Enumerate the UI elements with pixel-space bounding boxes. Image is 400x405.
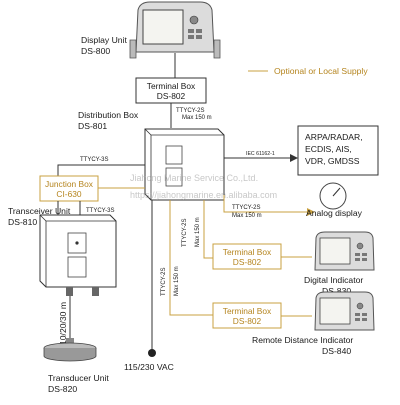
junction-box-label: Junction Box xyxy=(45,179,94,189)
analog-cable-type: TTYCY-2S xyxy=(232,205,260,211)
transceiver-unit-label: Transceiver Unit xyxy=(8,206,71,216)
external-equipment-box xyxy=(297,125,379,176)
remote-indicator-device xyxy=(314,291,375,331)
display-unit-model: DS-800 xyxy=(81,46,110,56)
terminal-box-remote-label: Terminal Box xyxy=(223,306,272,316)
terminal-box-digital xyxy=(212,243,282,270)
junction-box-model: CI-630 xyxy=(56,189,81,199)
legend-label: Optional or Local Supply xyxy=(274,66,368,76)
iec-label: IEC 61162-1 xyxy=(246,151,275,157)
transceiver-unit-device xyxy=(39,214,117,296)
terminal-box-top-label: Terminal Box xyxy=(147,81,196,91)
vertical-cable-1-length: Max 150 m xyxy=(195,217,201,247)
external-equipment-line-2: ECDIS, AIS, xyxy=(305,144,352,154)
vertical-cable-2-length: Max 150 m xyxy=(174,266,180,296)
cable-jb-label: TTYCY-3S xyxy=(80,157,108,163)
remote-indicator-model: DS-840 xyxy=(322,346,351,356)
external-equipment-line-1: ARPA/RADAR, xyxy=(305,132,363,142)
cable-top-type: TTYCY-2S xyxy=(176,108,204,114)
power-supply-label: 115/230 VAC xyxy=(124,362,174,372)
display-unit-device xyxy=(129,1,221,59)
watermark-line-1: Jiahong Marine Service Co.,Ltd. xyxy=(130,173,258,183)
analog-display-label: Analog display xyxy=(306,208,363,218)
distribution-box-label: Distribution Box xyxy=(78,110,139,120)
terminal-box-digital-label: Terminal Box xyxy=(223,247,272,257)
vertical-cable-2-type: TTYCY-2S xyxy=(161,268,167,296)
distribution-box-model: DS-801 xyxy=(78,121,107,131)
remote-indicator-label: Remote Distance Indicator xyxy=(252,335,353,345)
terminal-box-top-model: DS-802 xyxy=(157,91,186,101)
power-supply-terminal xyxy=(148,349,156,357)
cable-tr-label: TTYCY-3S xyxy=(86,208,114,214)
transducer-unit-device xyxy=(43,338,97,362)
terminal-box-remote xyxy=(212,302,282,329)
vertical-cable-1-type: TTYCY-2S xyxy=(182,219,188,247)
external-equipment-line-3: VDR, GMDSS xyxy=(305,156,360,166)
terminal-box-remote-model: DS-802 xyxy=(233,316,262,326)
digital-indicator-model: DS-830 xyxy=(322,286,351,296)
digital-indicator-label: Digital Indicator xyxy=(304,275,363,285)
analog-cable-length: Max 150 m xyxy=(232,213,262,219)
transducer-unit-model: DS-820 xyxy=(48,384,77,394)
digital-indicator-device xyxy=(314,231,375,271)
terminal-box-digital-model: DS-802 xyxy=(233,257,262,267)
cable-top-length: Max 150 m xyxy=(182,115,212,121)
junction-box xyxy=(39,175,99,202)
transceiver-unit-model: DS-810 xyxy=(8,217,37,227)
transducer-unit-label: Transducer Unit xyxy=(48,373,109,383)
distribution-box-device xyxy=(144,128,225,201)
analog-display-device xyxy=(319,182,347,210)
display-unit-label: Display Unit xyxy=(81,35,127,45)
watermark-line-2: https://jiahongmarine.en.alibaba.com xyxy=(130,190,277,200)
transducer-cable-label: 10/20/30 m xyxy=(58,302,68,345)
